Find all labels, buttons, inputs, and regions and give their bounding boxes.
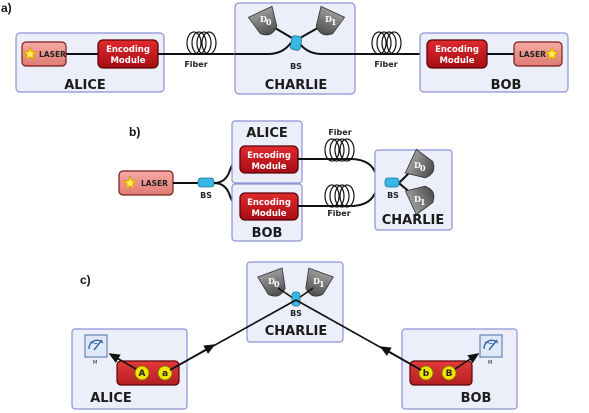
bob-encoding-module: Encoding Module xyxy=(239,192,299,221)
panel-b-label: b) xyxy=(129,125,140,139)
alice-label: ALICE xyxy=(246,126,288,141)
panel-c-label: c) xyxy=(80,273,91,287)
detector-d0: D 0 xyxy=(257,267,291,301)
module-label-line2: Module xyxy=(110,56,145,66)
alice-encoding-module: Encoding Module xyxy=(239,145,299,174)
alice-laser: LASER xyxy=(21,41,67,67)
panel-a-label: a) xyxy=(1,1,12,15)
d0-subscript: 0 xyxy=(266,17,272,27)
beam-splitter-icon xyxy=(384,177,400,188)
module-label-line1: Encoding xyxy=(247,151,291,161)
bs-label: BS xyxy=(290,62,302,71)
qubit-b xyxy=(418,365,434,381)
qubit-label: B xyxy=(446,369,453,379)
charlie-label: CHARLIE xyxy=(265,324,328,339)
module-label-line1: Encoding xyxy=(247,198,291,208)
module-label-line1: Encoding xyxy=(435,45,479,55)
d1-label: D xyxy=(325,14,332,24)
detector-d1: D 1 xyxy=(310,5,345,40)
fiber-coil-icon xyxy=(371,31,402,55)
laser-label: LASER xyxy=(519,50,546,59)
laser-label: LASER xyxy=(141,179,168,188)
bs-label-source: BS xyxy=(200,191,212,200)
memory-gauge-icon xyxy=(84,334,108,358)
d0-label: D xyxy=(268,276,275,286)
alice-memory-module: A a xyxy=(116,360,180,386)
qubit-label: A xyxy=(139,369,146,379)
d1-label: D xyxy=(414,194,421,204)
bob-encoding-module: Encoding Module xyxy=(426,39,488,69)
d1-subscript: 1 xyxy=(420,197,426,207)
detector-d0: D 0 xyxy=(404,149,439,184)
charlie-label: CHARLIE xyxy=(382,213,445,228)
beam-splitter-icon xyxy=(197,177,215,188)
detector-d1: D 1 xyxy=(300,267,334,301)
fiber-label-right: Fiber xyxy=(374,60,397,69)
alice-memory-gauge: M xyxy=(84,334,108,366)
module-label-line2: Module xyxy=(251,209,286,219)
qubit-a xyxy=(157,365,173,381)
charlie-label: CHARLIE xyxy=(265,78,328,93)
panel-b: b) LASER BS ALICE Encoding Module Encodi… xyxy=(118,120,453,242)
fiber-coil-icon xyxy=(324,184,355,208)
panel-a: a) LASER Encoding Module ALICE Fiber D 0 xyxy=(1,1,569,95)
panel-c: c) D 0 D 1 BS CHARLIE M A a xyxy=(71,261,518,410)
qubit-label: b xyxy=(423,369,430,379)
beam-splitter-icon xyxy=(289,35,303,51)
d0-label: D xyxy=(414,160,421,170)
source-laser: LASER xyxy=(118,170,174,196)
module-label-line1: Encoding xyxy=(106,45,150,55)
fiber-label-top: Fiber xyxy=(328,128,351,137)
memory-label: M xyxy=(93,360,97,366)
d1-subscript: 1 xyxy=(319,279,325,289)
d0-subscript: 0 xyxy=(420,163,426,173)
bs-label-charlie: BS xyxy=(387,191,399,200)
bob-label: BOB xyxy=(252,226,283,241)
qubit-label: a xyxy=(162,369,168,379)
detector-d1: D 1 xyxy=(404,180,439,215)
bob-memory-gauge: M xyxy=(479,334,503,366)
fiber-label-bottom: Fiber xyxy=(327,209,350,218)
alice-label: ALICE xyxy=(64,78,106,93)
laser-label: LASER xyxy=(39,50,66,59)
qubit-A xyxy=(134,365,150,381)
bob-label: BOB xyxy=(461,391,492,406)
d1-label: D xyxy=(313,276,320,286)
module-label-line2: Module xyxy=(251,162,286,172)
module-label-line2: Module xyxy=(439,56,474,66)
beam-splitter-icon xyxy=(291,291,301,307)
bob-memory-module: b B xyxy=(409,360,473,386)
memory-gauge-icon xyxy=(479,334,503,358)
alice-encoding-module: Encoding Module xyxy=(97,39,159,69)
d0-subscript: 0 xyxy=(274,279,280,289)
qubit-B xyxy=(441,365,457,381)
fiber-coil-icon xyxy=(324,138,355,162)
fiber-label-left: Fiber xyxy=(184,60,207,69)
memory-label: M xyxy=(488,360,492,366)
d1-subscript: 1 xyxy=(331,17,337,27)
fiber-coil-icon xyxy=(186,31,217,55)
alice-label: ALICE xyxy=(90,391,132,406)
d0-label: D xyxy=(260,14,267,24)
bob-laser: LASER xyxy=(513,41,563,67)
detector-d0: D 0 xyxy=(248,5,283,40)
bs-label: BS xyxy=(290,309,302,318)
bob-label: BOB xyxy=(491,78,522,93)
